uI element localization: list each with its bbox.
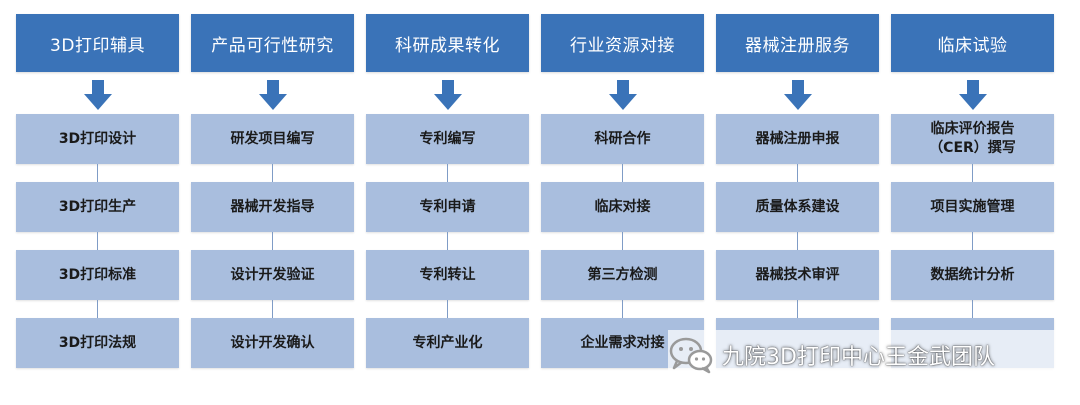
watermark-text: 九院3D打印中心王金武团队 bbox=[722, 345, 995, 370]
column-header: 产品可行性研究 bbox=[191, 14, 354, 72]
connector-line bbox=[622, 300, 623, 318]
connector-line bbox=[272, 164, 273, 182]
column-header: 器械注册服务 bbox=[716, 14, 879, 72]
connector-line bbox=[272, 232, 273, 250]
list-item: 专利编写 bbox=[366, 114, 529, 164]
watermark: 九院3D打印中心王金武团队 bbox=[668, 330, 1068, 380]
list-item: 质量体系建设 bbox=[716, 182, 879, 232]
list-item: 项目实施管理 bbox=[891, 182, 1054, 232]
column-6: 临床试验 临床评价报告（CER）撰写 项目实施管理 数据统计分析 bbox=[891, 14, 1054, 389]
connector-line bbox=[797, 232, 798, 250]
down-arrow-icon bbox=[84, 80, 112, 110]
down-arrow-icon bbox=[784, 80, 812, 110]
connector-line bbox=[97, 164, 98, 182]
list-item: 3D打印设计 bbox=[16, 114, 179, 164]
column-header: 行业资源对接 bbox=[541, 14, 704, 72]
connector-line bbox=[447, 164, 448, 182]
list-item: 设计开发确认 bbox=[191, 318, 354, 368]
column-1: 3D打印辅具 3D打印设计 3D打印生产 3D打印标准 3D打印法规 bbox=[16, 14, 179, 389]
connector-line bbox=[972, 164, 973, 182]
list-item: 第三方检测 bbox=[541, 250, 704, 300]
list-item: 科研合作 bbox=[541, 114, 704, 164]
list-item: 专利申请 bbox=[366, 182, 529, 232]
wechat-icon bbox=[669, 337, 713, 374]
list-item: 专利产业化 bbox=[366, 318, 529, 368]
down-arrow-icon bbox=[434, 80, 462, 110]
column-2: 产品可行性研究 研发项目编写 器械开发指导 设计开发验证 设计开发确认 bbox=[191, 14, 354, 389]
connector-line bbox=[272, 300, 273, 318]
column-4: 行业资源对接 科研合作 临床对接 第三方检测 企业需求对接 bbox=[541, 14, 704, 389]
connector-line bbox=[797, 164, 798, 182]
list-item: 器械注册申报 bbox=[716, 114, 879, 164]
list-item: 临床评价报告（CER）撰写 bbox=[891, 114, 1054, 164]
list-item: 器械开发指导 bbox=[191, 182, 354, 232]
list-item: 研发项目编写 bbox=[191, 114, 354, 164]
list-item: 器械技术审评 bbox=[716, 250, 879, 300]
column-3: 科研成果转化 专利编写 专利申请 专利转让 专利产业化 bbox=[366, 14, 529, 389]
column-header: 科研成果转化 bbox=[366, 14, 529, 72]
connector-line bbox=[447, 232, 448, 250]
connector-line bbox=[97, 300, 98, 318]
connector-line bbox=[622, 164, 623, 182]
column-header: 3D打印辅具 bbox=[16, 14, 179, 72]
down-arrow-icon bbox=[259, 80, 287, 110]
list-item: 3D打印标准 bbox=[16, 250, 179, 300]
connector-line bbox=[97, 232, 98, 250]
connector-line bbox=[797, 300, 798, 318]
connector-line bbox=[447, 300, 448, 318]
connector-line bbox=[972, 232, 973, 250]
list-item: 临床对接 bbox=[541, 182, 704, 232]
down-arrow-icon bbox=[609, 80, 637, 110]
connector-line bbox=[972, 300, 973, 318]
list-item: 3D打印法规 bbox=[16, 318, 179, 368]
list-item: 专利转让 bbox=[366, 250, 529, 300]
down-arrow-icon bbox=[959, 80, 987, 110]
connector-line bbox=[622, 232, 623, 250]
column-header: 临床试验 bbox=[891, 14, 1054, 72]
list-item: 数据统计分析 bbox=[891, 250, 1054, 300]
list-item: 设计开发验证 bbox=[191, 250, 354, 300]
list-item: 3D打印生产 bbox=[16, 182, 179, 232]
